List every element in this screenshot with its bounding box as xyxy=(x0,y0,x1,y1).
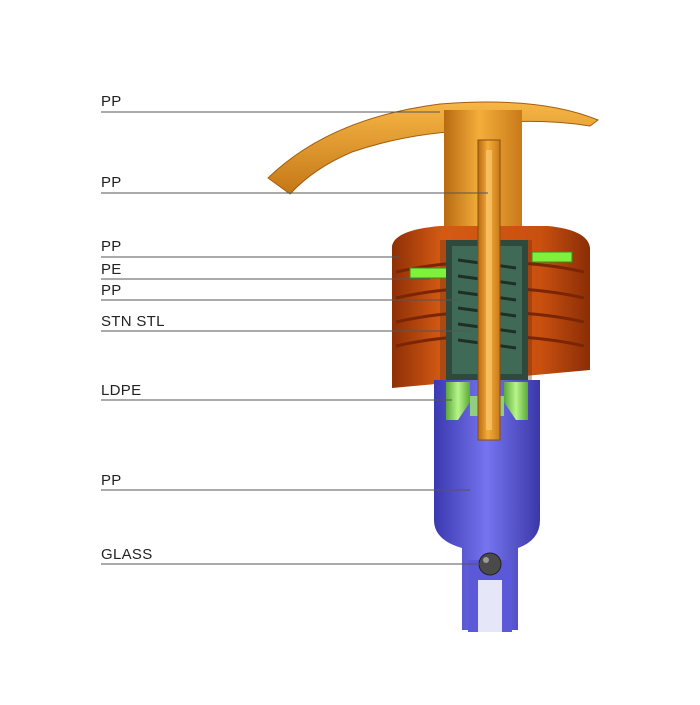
label-closure: PP xyxy=(101,238,122,255)
label-gasket: PE xyxy=(101,261,122,278)
label-housing: PP xyxy=(101,472,122,489)
label-stem: PP xyxy=(101,174,122,191)
label-valve: LDPE xyxy=(101,382,142,399)
label-ball: GLASS xyxy=(101,546,153,563)
gasket xyxy=(409,251,573,279)
leader-lines xyxy=(101,111,488,565)
label-spring: STN STL xyxy=(101,313,165,330)
stem xyxy=(477,139,501,441)
label-actuator: PP xyxy=(101,93,122,110)
pump-housing xyxy=(434,380,540,632)
glass-ball xyxy=(478,552,502,576)
label-piston: PP xyxy=(101,282,122,299)
actuator-head xyxy=(267,101,600,226)
